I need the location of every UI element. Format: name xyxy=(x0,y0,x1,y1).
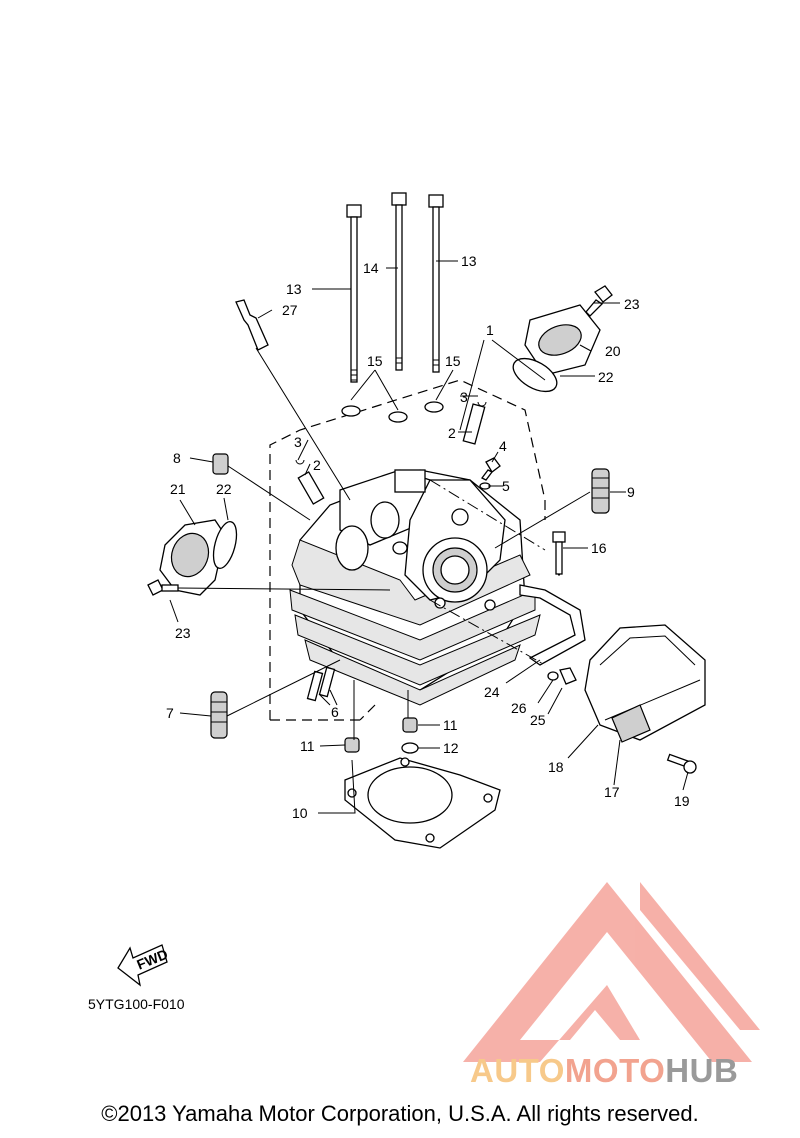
callout-3-right: 3 xyxy=(460,389,468,405)
valve-guide-right xyxy=(462,403,486,445)
callout-4: 4 xyxy=(499,438,507,454)
stud-bolts-6 xyxy=(306,666,336,702)
dowel-7 xyxy=(210,691,228,739)
callout-18: 18 xyxy=(548,759,564,775)
callout-5: 5 xyxy=(502,478,510,494)
callouts: 1 2 2 3 3 4 5 6 7 8 9 10 11 11 12 13 13 … xyxy=(166,253,690,821)
washer-26 xyxy=(547,671,559,681)
copyright-notice: ©2013 Yamaha Motor Corporation, U.S.A. A… xyxy=(101,1101,699,1126)
gasket-22-left xyxy=(212,521,238,569)
clip-3-left xyxy=(295,459,305,465)
cylinder-head xyxy=(289,469,541,706)
callout-23-left: 23 xyxy=(175,625,191,641)
tappet-cover-gasket xyxy=(519,584,586,666)
dowel-9 xyxy=(591,468,610,514)
washer-15-center xyxy=(388,411,408,423)
dowel-11-right xyxy=(402,717,418,733)
figure-code: 5YTG100-F010 xyxy=(88,996,185,1012)
gasket-22-right xyxy=(512,357,558,393)
leader-lines xyxy=(169,260,689,814)
watermark-auto: AUTO xyxy=(470,1052,565,1089)
watermark-moto: MOTO xyxy=(564,1052,666,1089)
callout-23-top: 23 xyxy=(624,296,640,312)
centerline xyxy=(429,599,546,666)
spark-plug xyxy=(235,299,269,351)
intake-joint xyxy=(524,304,601,376)
watermark-logo xyxy=(463,882,760,1062)
callout-26: 26 xyxy=(511,700,527,716)
watermark-brand: AUTOMOTOHUB xyxy=(470,1052,738,1090)
callout-13-right: 13 xyxy=(461,253,477,269)
callout-24: 24 xyxy=(484,684,500,700)
callout-19: 19 xyxy=(674,793,690,809)
callout-22-left: 22 xyxy=(216,481,232,497)
head-bolt-right xyxy=(428,194,444,373)
callout-22-right: 22 xyxy=(598,369,614,385)
tappet-cover xyxy=(584,624,706,741)
head-bolt-center xyxy=(391,192,407,371)
callout-8: 8 xyxy=(173,450,181,466)
callout-16: 16 xyxy=(591,540,607,556)
cylinder-head-gasket xyxy=(344,757,501,849)
callout-7: 7 xyxy=(166,705,174,721)
callout-3-left: 3 xyxy=(294,434,302,450)
assembly-outline xyxy=(269,379,546,721)
dowel-11-left xyxy=(344,737,360,753)
head-bolt-left xyxy=(346,204,362,383)
callout-15-left: 15 xyxy=(367,353,383,369)
callout-20: 20 xyxy=(605,343,621,359)
clip-3-right xyxy=(477,401,487,407)
washer-15-right xyxy=(424,401,444,413)
callout-27: 27 xyxy=(282,302,298,318)
bolt-23-top xyxy=(585,285,613,317)
callout-17: 17 xyxy=(604,784,620,800)
callout-21: 21 xyxy=(170,481,186,497)
fwd-arrow-icon xyxy=(117,944,168,987)
plug-8 xyxy=(212,453,229,475)
callout-10: 10 xyxy=(292,805,308,821)
washer-12 xyxy=(401,742,419,754)
watermark-hub: HUB xyxy=(665,1052,739,1089)
callout-2-left: 2 xyxy=(313,457,321,473)
callout-12: 12 xyxy=(443,740,459,756)
bolt-25 xyxy=(559,667,577,685)
bolt-19 xyxy=(666,753,697,774)
callout-13-left: 13 xyxy=(286,281,302,297)
valve-guide-left xyxy=(297,471,325,505)
bolt-23-left xyxy=(147,579,179,596)
washer-15-left xyxy=(341,405,361,417)
callout-6: 6 xyxy=(331,704,339,720)
callout-14: 14 xyxy=(363,260,379,276)
cover-plate-17 xyxy=(611,704,651,743)
centerline-2 xyxy=(429,479,546,551)
bolt-16 xyxy=(552,531,566,575)
callout-25: 25 xyxy=(530,712,546,728)
callout-11-left: 11 xyxy=(300,738,315,754)
callout-9: 9 xyxy=(627,484,635,500)
callout-15-right: 15 xyxy=(445,353,461,369)
side-cover-21 xyxy=(159,519,226,596)
callout-1: 1 xyxy=(486,322,494,338)
callout-2-right: 2 xyxy=(448,425,456,441)
bolt-4 xyxy=(481,457,501,481)
callout-11-right: 11 xyxy=(443,717,458,733)
